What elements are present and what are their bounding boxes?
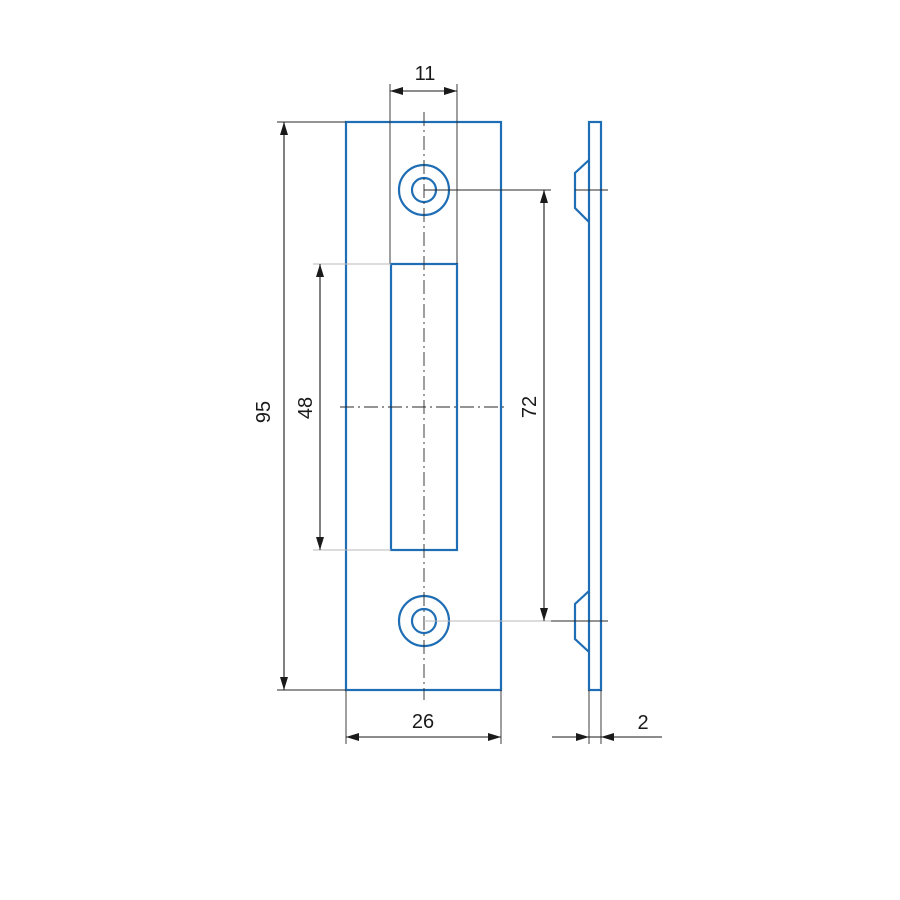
side-bottom-countersink [573, 590, 590, 653]
dimension-95: 95 [253, 122, 288, 690]
side-view [551, 120, 608, 692]
dimension-26-label: 26 [412, 711, 434, 733]
extension-lines [277, 84, 551, 744]
dimension-72: 72 [519, 190, 548, 621]
side-top-countersink [573, 159, 590, 223]
dimension-72-label: 72 [519, 396, 541, 418]
dimension-48: 48 [295, 264, 324, 550]
front-view [340, 112, 508, 700]
dimension-11: 11 [390, 63, 457, 95]
side-plate-outline [587, 120, 603, 692]
dimension-26: 26 [346, 711, 501, 741]
plate-outline [344, 120, 503, 692]
dimension-48-label: 48 [295, 397, 317, 419]
dimension-95-label: 95 [253, 401, 275, 423]
dimension-11-label: 11 [415, 63, 436, 85]
dimension-2-label: 2 [637, 712, 648, 734]
dimension-2: 2 [552, 690, 662, 744]
